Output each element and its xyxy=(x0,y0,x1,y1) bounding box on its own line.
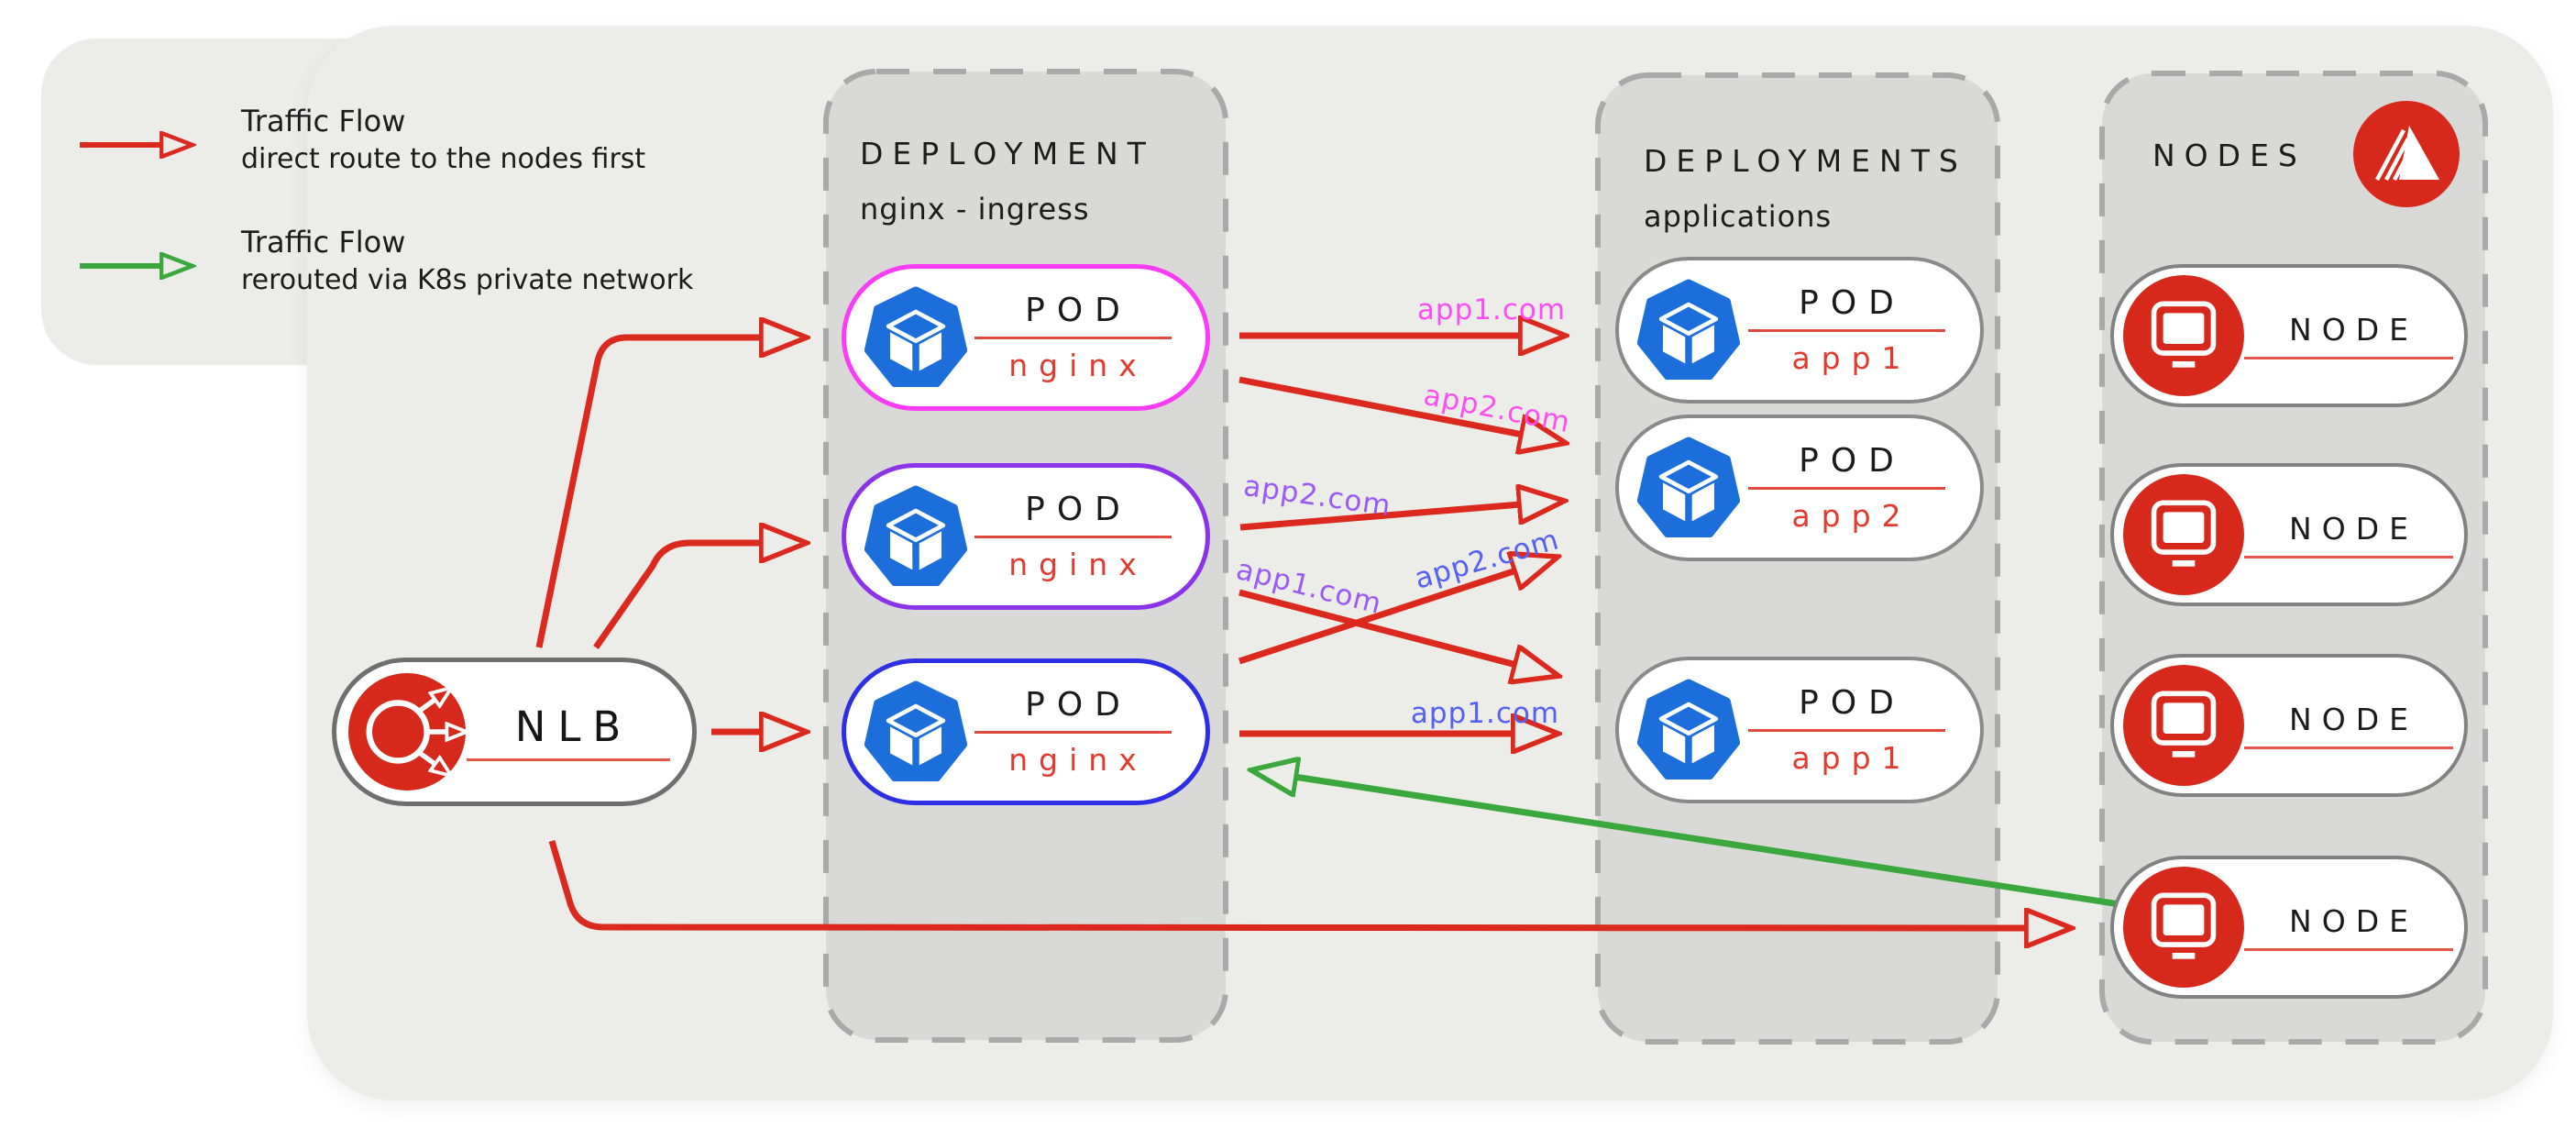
pod-name: app1 xyxy=(1791,740,1912,776)
column-title: NODES xyxy=(2152,138,2306,173)
pod-underline xyxy=(974,337,1172,339)
red-right-arrow-icon xyxy=(80,127,199,163)
monitor-icon xyxy=(2123,665,2244,786)
column-title: DEPLOYMENT xyxy=(860,136,1155,171)
monitor-icon xyxy=(2123,474,2244,595)
node-underline xyxy=(2244,357,2453,359)
pod-name: nginx xyxy=(1008,742,1148,778)
deployment-ingress-header: DEPLOYMENT nginx - ingress xyxy=(860,136,1155,227)
legend-title: Traffic Flow xyxy=(241,225,406,260)
deployments-apps-header: DEPLOYMENTS applications xyxy=(1644,143,1967,234)
node-underline xyxy=(2244,746,2453,749)
legend-subtitle: rerouted via K8s private network xyxy=(241,264,694,296)
pod-nginx-1: POD nginx xyxy=(842,264,1210,411)
flow-label-app1com: app1.com xyxy=(1410,697,1560,730)
nlb-pill: NLB xyxy=(332,658,697,806)
load-balancer-icon xyxy=(348,673,466,791)
pod-name: app2 xyxy=(1791,498,1912,534)
pod-app1b: POD app1 xyxy=(1615,657,1984,803)
legend-subtitle: direct route to the nodes first xyxy=(241,143,646,175)
pod-app2: POD app2 xyxy=(1615,415,1984,561)
legend-item-direct-route: Traffic Flow direct route to the nodes f… xyxy=(78,101,645,178)
node-label: NODE xyxy=(2289,511,2418,547)
pod-name: nginx xyxy=(1008,348,1148,383)
kubernetes-pod-icon xyxy=(1637,279,1740,381)
pod-underline xyxy=(1747,329,1945,332)
pod-title: POD xyxy=(1799,284,1906,322)
legend-item-rerouted: Traffic Flow rerouted via K8s private ne… xyxy=(78,222,693,299)
node-label: NODE xyxy=(2289,312,2418,348)
pod-title: POD xyxy=(1025,491,1132,528)
pod-title: POD xyxy=(1799,442,1906,480)
pod-name: nginx xyxy=(1008,547,1148,582)
pod-underline xyxy=(1747,487,1945,490)
node-underline xyxy=(2244,556,2453,558)
flow-label-app1com: app1.com xyxy=(1416,293,1567,326)
node-3: NODE xyxy=(2110,654,2468,797)
nlb-underline xyxy=(466,758,670,761)
node-label: NODE xyxy=(2289,903,2418,939)
pod-nginx-2: POD nginx xyxy=(842,463,1210,610)
column-title: DEPLOYMENTS xyxy=(1644,143,1967,179)
monitor-icon xyxy=(2123,275,2244,396)
nodes-header: NODES xyxy=(2152,138,2306,173)
monitor-icon xyxy=(2123,867,2244,988)
node-1: NODE xyxy=(2110,264,2468,407)
pod-underline xyxy=(974,731,1172,734)
node-4: NODE xyxy=(2110,856,2468,999)
pod-title: POD xyxy=(1025,292,1132,329)
pod-underline xyxy=(1747,729,1945,732)
green-right-arrow-icon xyxy=(80,248,199,284)
column-subtitle: applications xyxy=(1644,199,1833,234)
node-underline xyxy=(2244,948,2453,951)
nlb-label: NLB xyxy=(514,702,633,751)
pod-title: POD xyxy=(1799,684,1906,722)
pod-title: POD xyxy=(1025,686,1132,724)
column-subtitle: nginx - ingress xyxy=(860,192,1090,227)
kubernetes-pod-icon xyxy=(1637,437,1740,538)
node-2: NODE xyxy=(2110,463,2468,606)
pod-underline xyxy=(974,536,1172,538)
kubernetes-pod-icon xyxy=(864,286,967,388)
pod-app1: POD app1 xyxy=(1615,257,1984,404)
kubernetes-pod-icon xyxy=(864,680,967,782)
kubernetes-pod-icon xyxy=(864,485,967,587)
pod-nginx-3: POD nginx xyxy=(842,658,1210,805)
legend-title: Traffic Flow xyxy=(241,104,406,138)
node-label: NODE xyxy=(2289,702,2418,737)
pod-name: app1 xyxy=(1791,340,1912,376)
kubernetes-pod-icon xyxy=(1637,679,1740,780)
pyramid-logo-icon xyxy=(2353,101,2460,207)
